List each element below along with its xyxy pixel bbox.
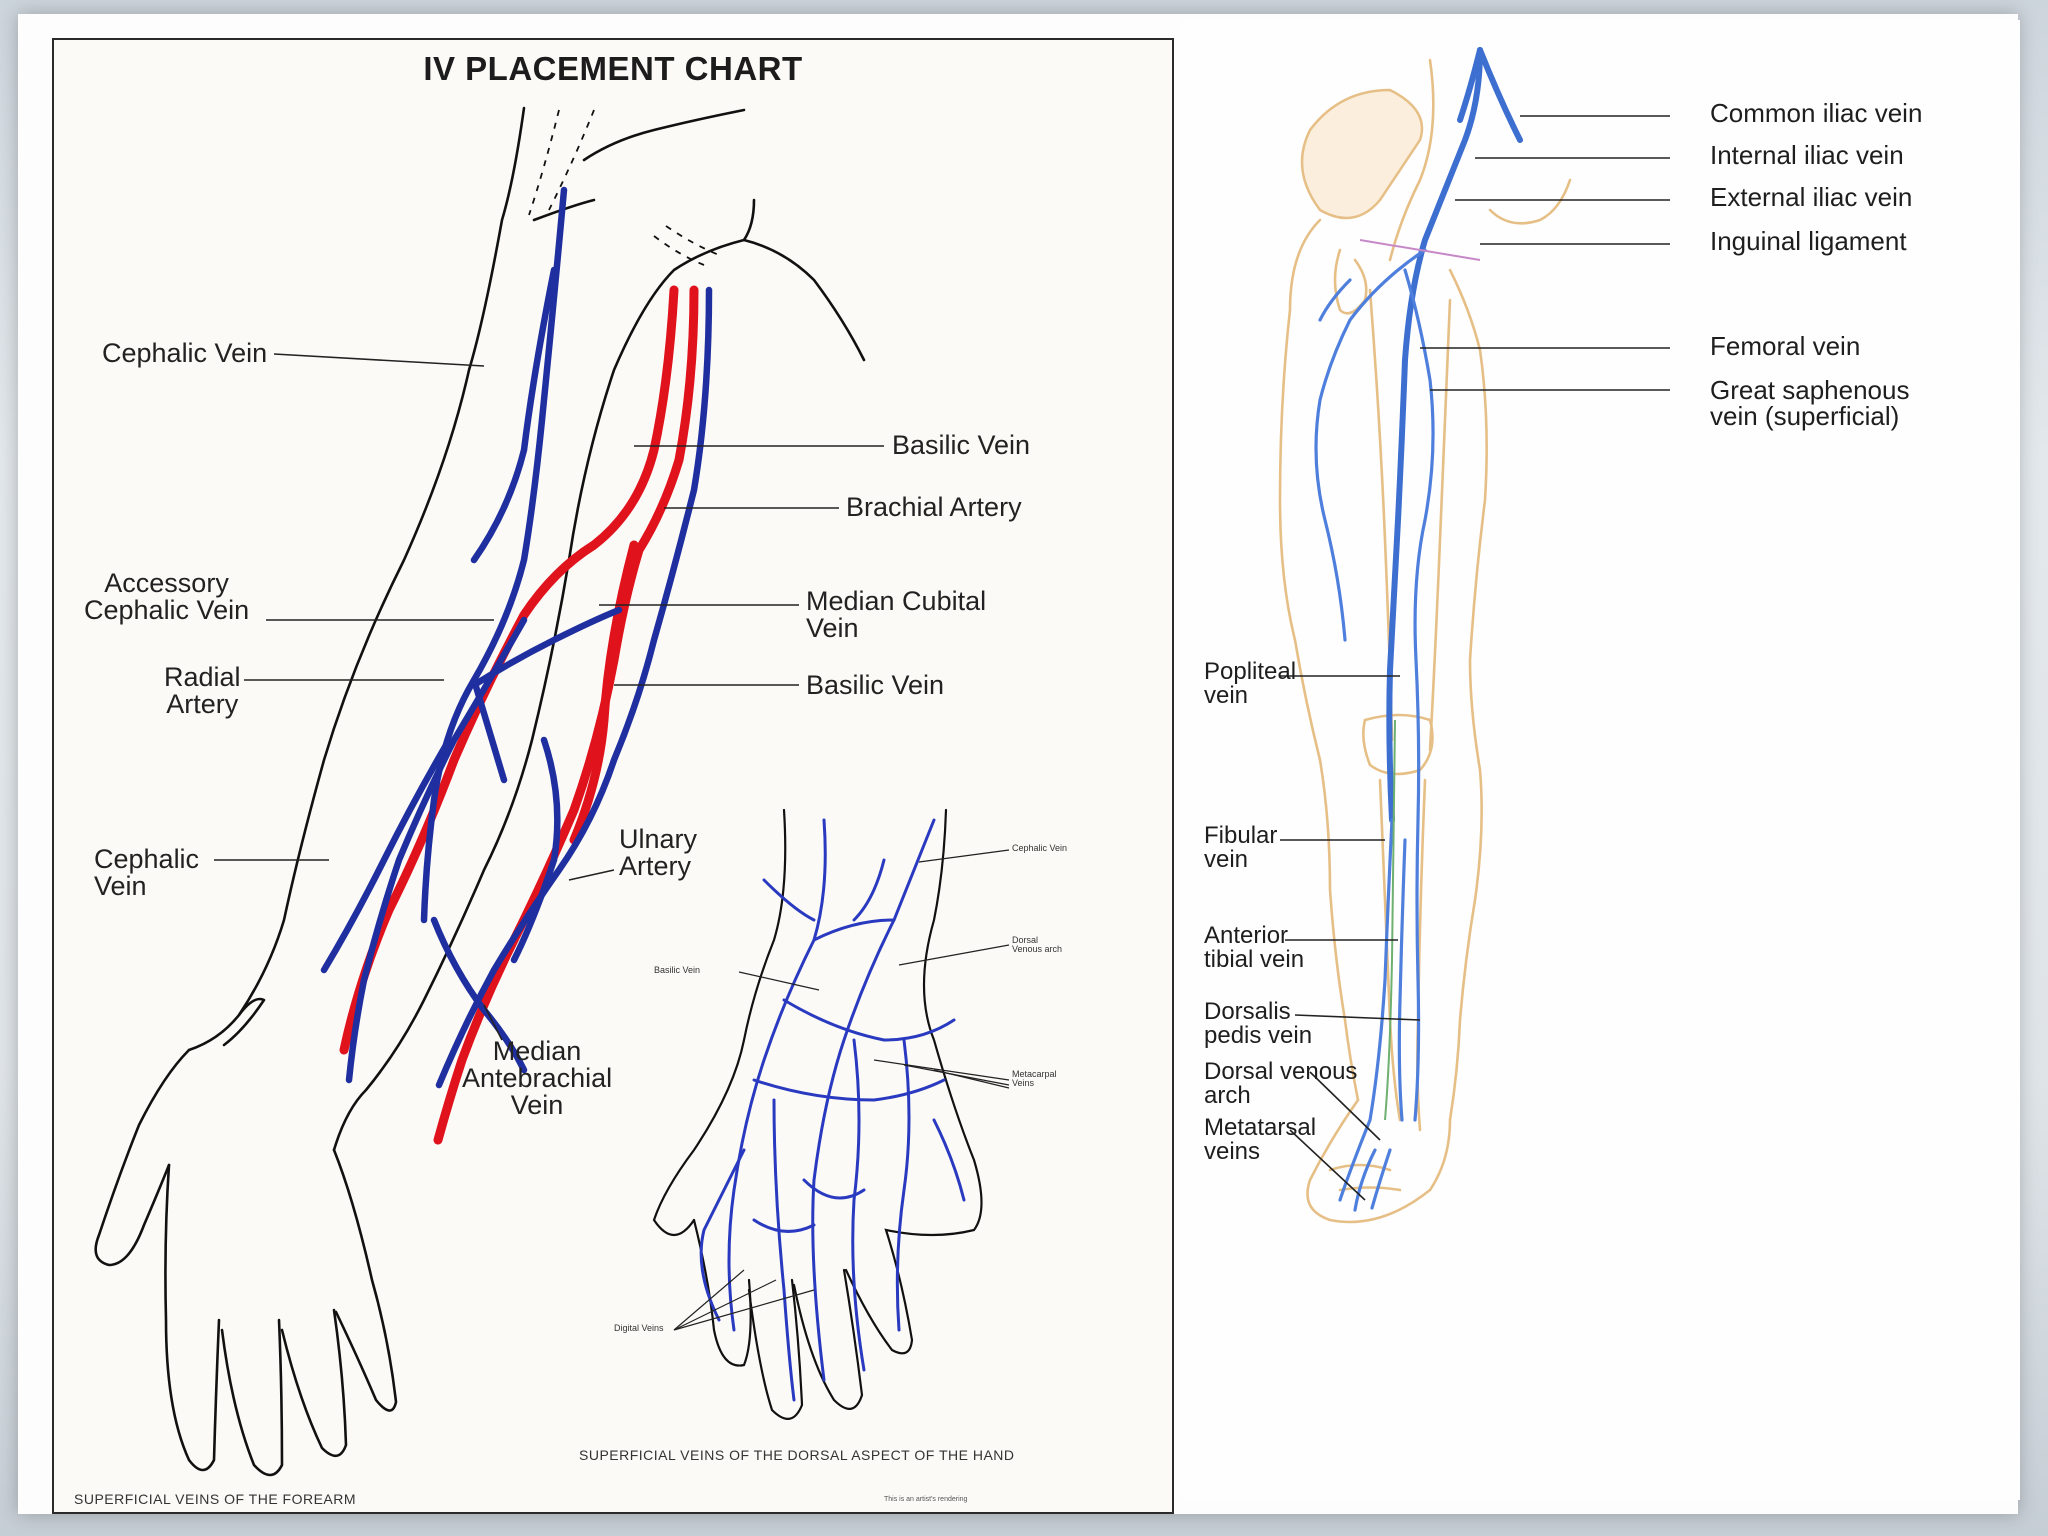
hand-veins	[701, 820, 964, 1400]
label-median-cubital-vein: Median Cubital Vein	[806, 588, 986, 642]
label-fibular-vein: Fibular vein	[1204, 824, 1277, 872]
label-external-iliac-vein: External iliac vein	[1710, 184, 1912, 210]
label-median-antebrachial-vein: Median Antebrachial Vein	[462, 1038, 612, 1119]
label-inguinal-ligament: Inguinal ligament	[1710, 228, 1907, 254]
arm-outline	[96, 108, 864, 1475]
arm-illustration	[54, 40, 1172, 1512]
label-basilic-vein-top: Basilic Vein	[892, 432, 1030, 459]
label-great-saphenous-vein: Great saphenous vein (superficial)	[1710, 377, 1909, 429]
hand-label-digital-veins: Digital Veins	[614, 1324, 664, 1333]
hand-label-metacarpal-veins: Metacarpal Veins	[1012, 1070, 1057, 1088]
arm-arteries	[344, 290, 694, 1140]
leg-veins-panel: Common iliac vein Internal iliac vein Ex…	[1180, 20, 2020, 1500]
label-accessory-cephalic-vein: Accessory Cephalic Vein	[84, 570, 249, 624]
leg-leader-lines	[1280, 116, 1670, 1200]
label-ulnary-artery: Ulnary Artery	[619, 826, 697, 880]
hand-leader-lines	[674, 850, 1009, 1330]
label-brachial-artery: Brachial Artery	[846, 494, 1022, 521]
label-cephalic-vein-top: Cephalic Vein	[102, 340, 267, 367]
hand-label-dorsal-venous-arch: Dorsal Venous arch	[1012, 936, 1062, 954]
caption-forearm: SUPERFICIAL VEINS OF THE FOREARM	[74, 1492, 356, 1506]
hand-label-basilic-vein: Basilic Vein	[654, 966, 700, 975]
label-femoral-vein: Femoral vein	[1710, 333, 1860, 359]
arm-leader-lines	[214, 354, 884, 1040]
caption-hand: SUPERFICIAL VEINS OF THE DORSAL ASPECT O…	[579, 1448, 1015, 1462]
label-dorsalis-pedis-vein: Dorsalis pedis vein	[1204, 1000, 1312, 1048]
hand-label-cephalic-vein: Cephalic Vein	[1012, 844, 1067, 853]
label-radial-artery: Radial Artery	[164, 664, 241, 718]
leg-deep-veins	[1389, 50, 1520, 820]
label-basilic-vein-mid: Basilic Vein	[806, 672, 944, 699]
iv-placement-chart-panel: IV PLACEMENT CHART	[52, 38, 1174, 1514]
arm-veins	[324, 190, 709, 1085]
pelvis-outline	[1302, 90, 1422, 218]
label-internal-iliac-vein: Internal iliac vein	[1710, 142, 1904, 168]
label-dorsal-venous-arch: Dorsal venous arch	[1204, 1060, 1357, 1108]
label-popliteal-vein: Popliteal vein	[1204, 660, 1296, 708]
footer-note: This is an artist's rendering	[884, 1496, 967, 1503]
label-common-iliac-vein: Common iliac vein	[1710, 100, 1922, 126]
label-anterior-tibial-vein: Anterior tibial vein	[1204, 924, 1304, 972]
label-metatarsal-veins: Metatarsal veins	[1204, 1116, 1316, 1164]
label-cephalic-vein-low: Cephalic Vein	[94, 846, 199, 900]
